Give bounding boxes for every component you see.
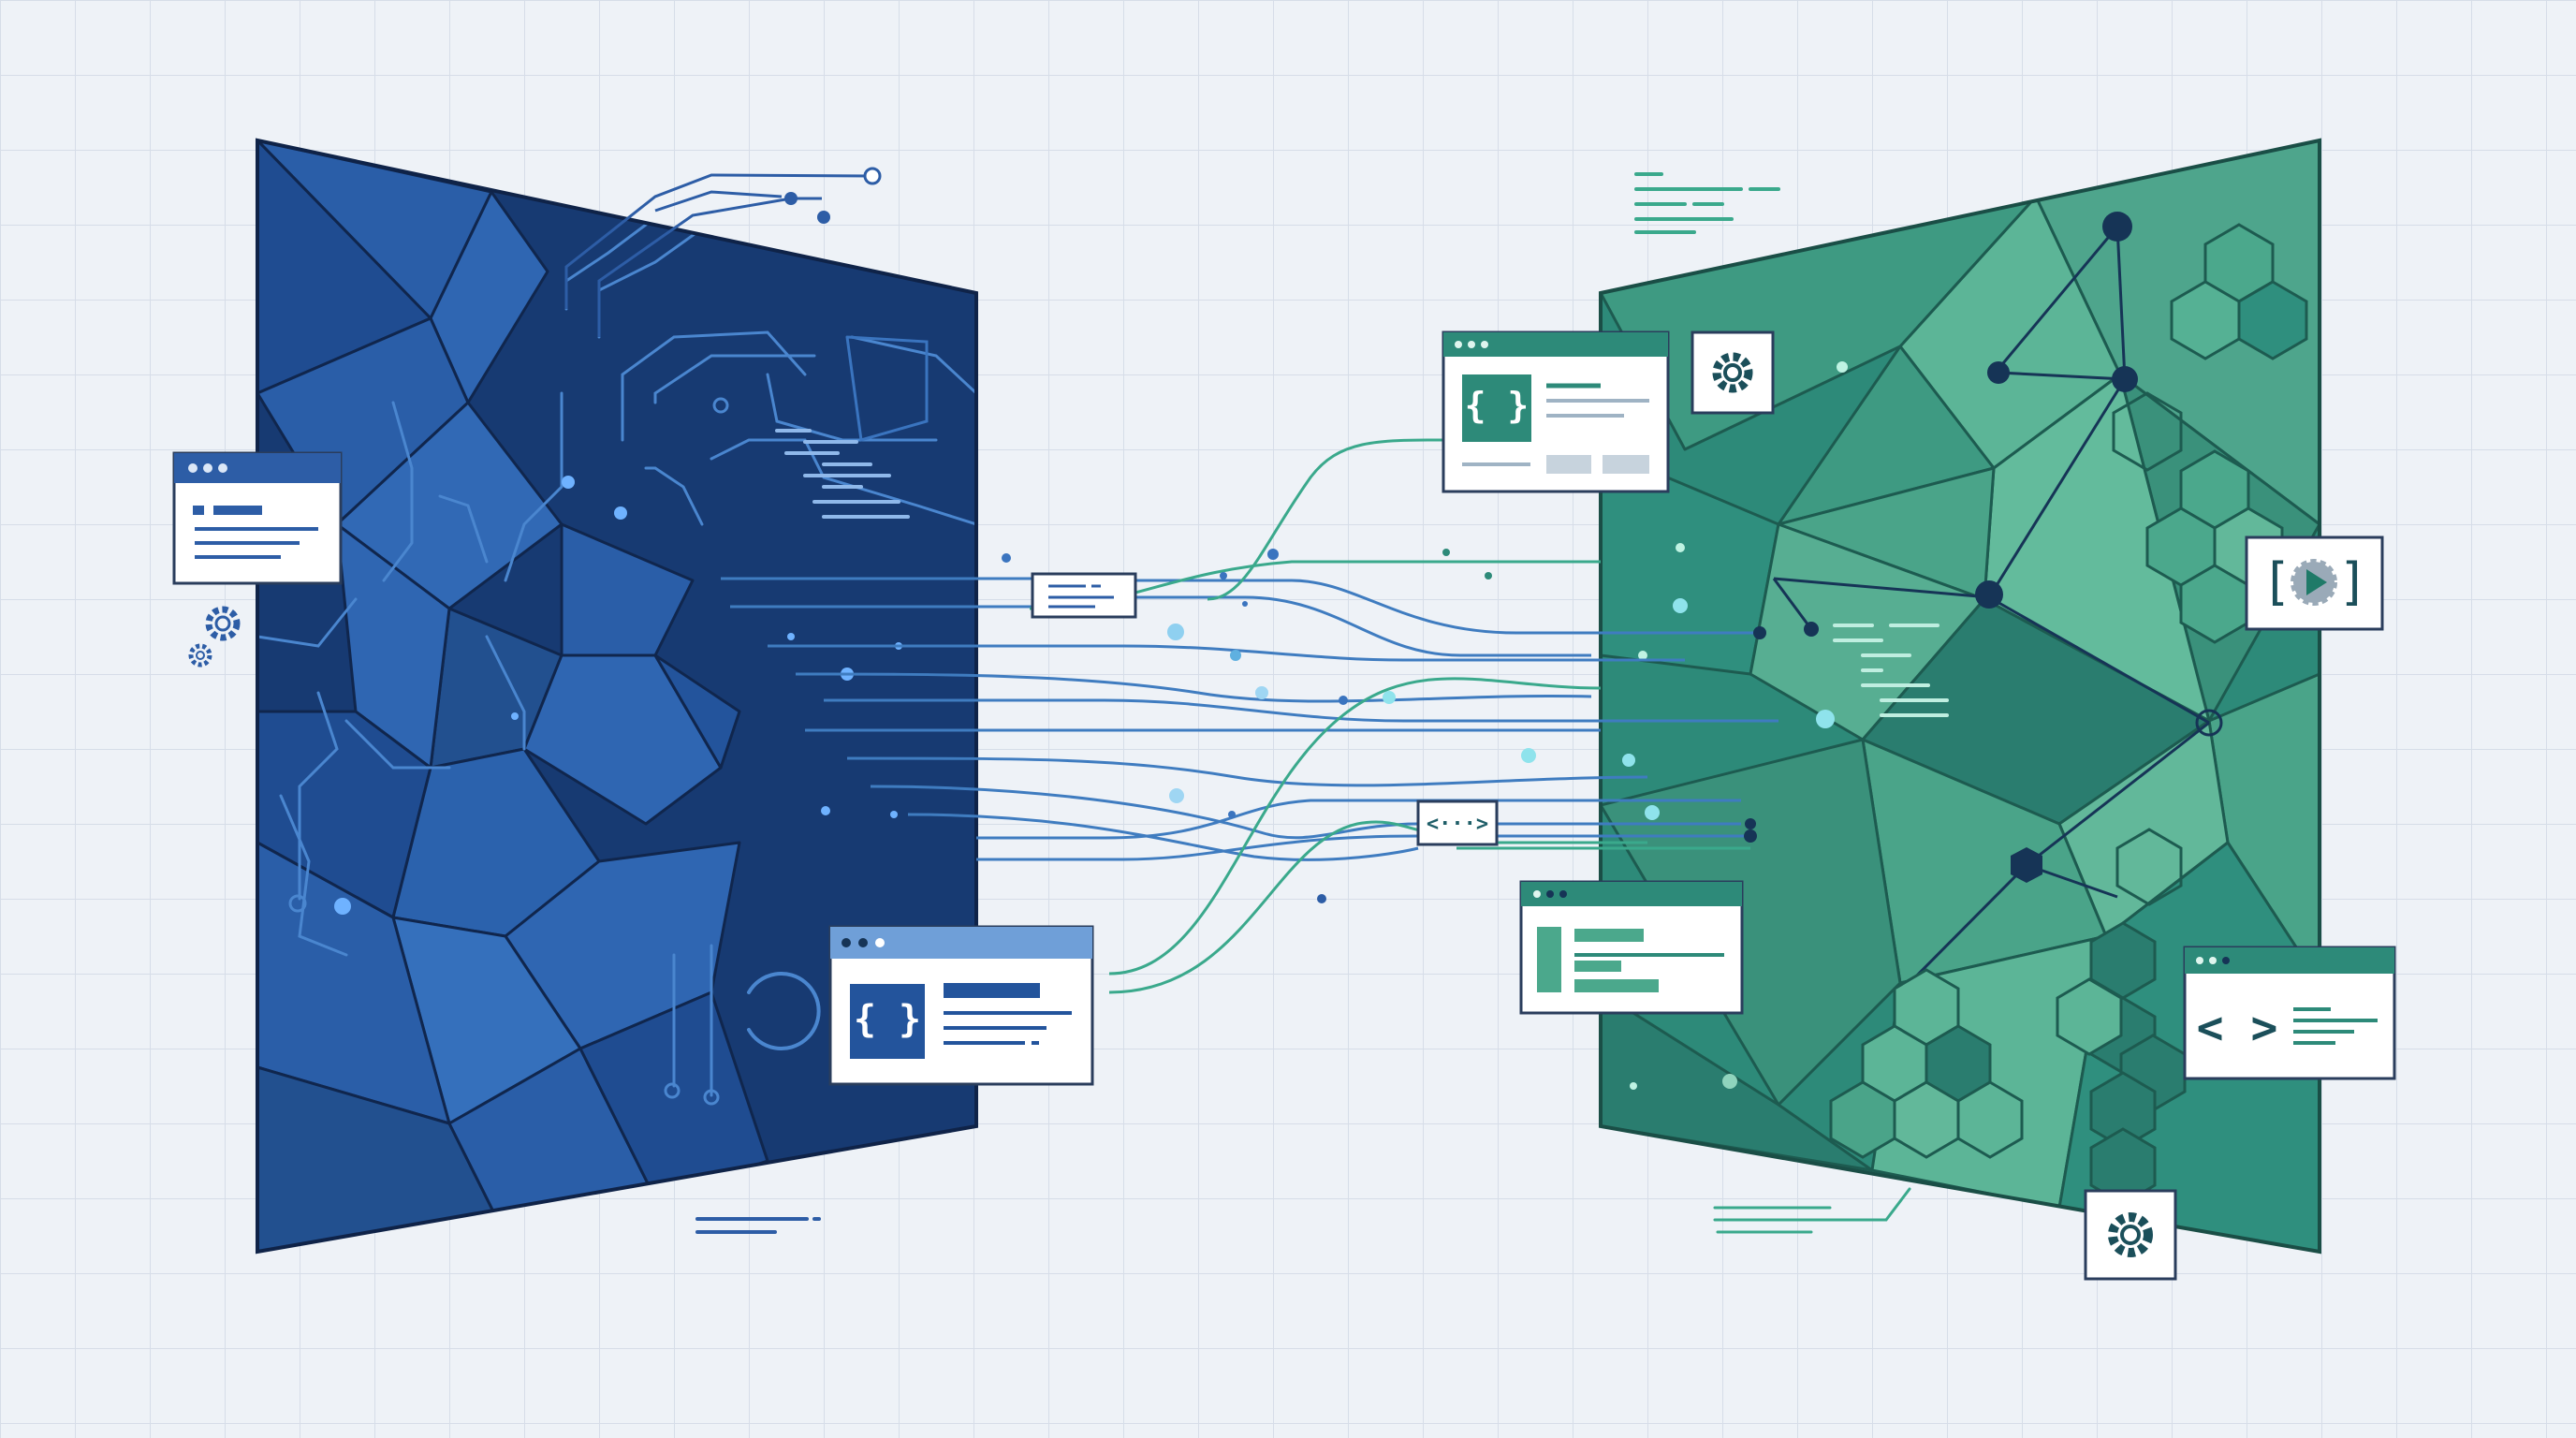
- angle-brackets-icon: < >: [2197, 1002, 2278, 1054]
- right-network-lines: [1772, 226, 2210, 994]
- window-right-top: { }: [1442, 330, 1670, 493]
- wire-node: [784, 192, 798, 205]
- gear-icon: [188, 643, 212, 668]
- left-code-lines: [775, 429, 910, 519]
- caption-lines-top-right: [1634, 172, 1780, 234]
- top-wires: [564, 173, 873, 337]
- window-left-top: [172, 451, 343, 585]
- right-network-nodes: [1804, 212, 2223, 883]
- gear-icon: [2108, 1212, 2153, 1257]
- right-hexagons: [1829, 223, 2308, 1206]
- window-right-bottom: < >: [2183, 946, 2396, 1080]
- right-modern-panel: [1601, 140, 2320, 1252]
- sparkle-dots: [1002, 549, 1688, 903]
- gear-box-top-right: [1690, 330, 1775, 415]
- curly-braces-icon: { }: [854, 998, 921, 1041]
- window-center-right: <···>: [1416, 800, 1499, 846]
- window-right-middle: [1519, 880, 1744, 1015]
- caption-lines-bottom-right: [1713, 1187, 1911, 1234]
- left-trace-nodes: [288, 397, 902, 1106]
- gear-box-bottom-right: [2084, 1189, 2177, 1281]
- left-legacy-panel: [257, 140, 976, 1252]
- play-box: [ ]: [2245, 536, 2384, 631]
- window-left-bottom: { }: [828, 925, 1094, 1086]
- bracket-close: ]: [2338, 552, 2369, 611]
- gear-icon: [1712, 352, 1753, 393]
- right-code-lines: [1833, 624, 1949, 717]
- wire-node: [863, 167, 882, 185]
- caption-lines-bottom-left: [695, 1217, 821, 1234]
- wire-node: [817, 211, 830, 224]
- wire-end-dots: [1744, 623, 1818, 843]
- bracket-open: [: [2261, 552, 2292, 611]
- curly-braces-icon: { }: [1465, 385, 1530, 426]
- gear-icon: [205, 606, 241, 641]
- window-center-left: [1031, 572, 1137, 619]
- ellipsis-code-icon: <···>: [1427, 813, 1488, 836]
- left-panel-outline: [256, 138, 978, 1255]
- play-icon: [2306, 569, 2327, 595]
- left-facets: [257, 140, 769, 1252]
